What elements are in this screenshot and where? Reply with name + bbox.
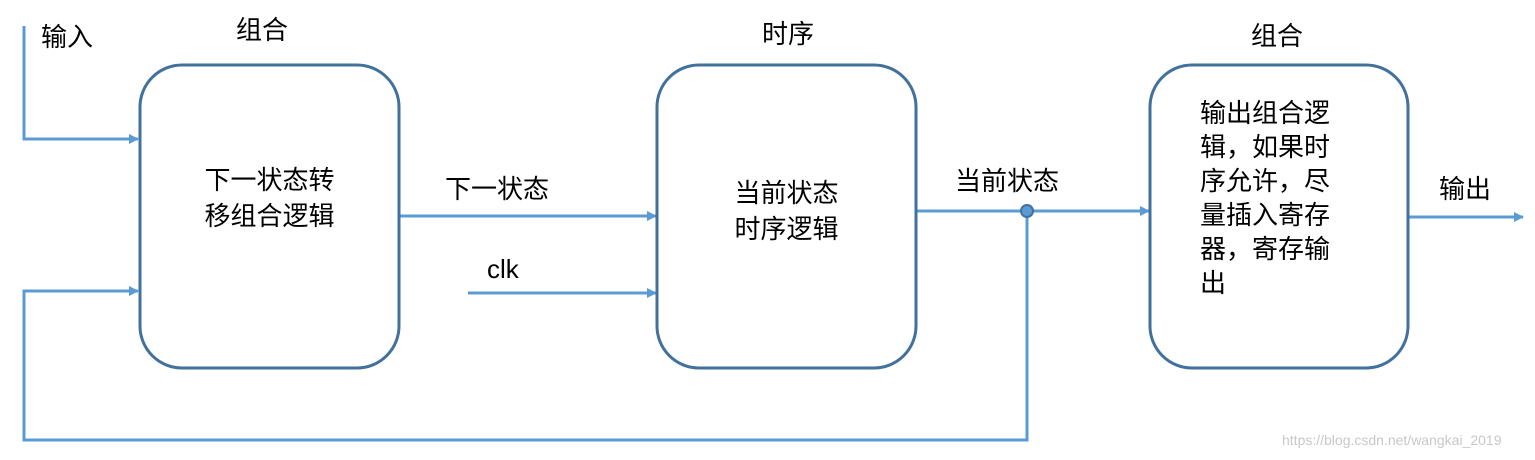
block2-text: 当前状态 时序逻辑 — [657, 176, 916, 248]
block1-heading: 组合 — [236, 16, 289, 46]
block3-text: 输出组合逻 辑，如果时 序允许，尽 量插入寄存 器，寄存输 出 — [1200, 97, 1400, 301]
current-state-logic-block — [655, 63, 918, 370]
feedback-arrow — [22, 211, 1029, 442]
block1-text: 下一状态转 移组合逻辑 — [140, 163, 399, 235]
output-label: 输出 — [1439, 175, 1492, 205]
block3-line: 序允许，尽 — [1200, 167, 1331, 197]
input-arrow — [22, 26, 139, 144]
block3-line: 辑，如果时 — [1200, 133, 1331, 163]
block3-line: 器，寄存输 — [1200, 235, 1331, 265]
block2-line: 当前状态 — [734, 179, 839, 209]
block3-heading: 组合 — [1251, 22, 1304, 52]
watermark-text: https://blog.csdn.net/wangkai_2019 — [1282, 432, 1502, 448]
next-state-logic-block — [138, 63, 401, 370]
input-label: 输入 — [41, 23, 94, 53]
output-logic-block — [1148, 63, 1410, 370]
block2-heading: 时序 — [762, 20, 815, 50]
clk-label: clk — [487, 254, 519, 284]
junction-node — [1020, 204, 1034, 218]
block3-line: 出 — [1200, 269, 1227, 299]
block2-line: 时序逻辑 — [734, 215, 839, 245]
block3-line: 输出组合逻 — [1200, 99, 1331, 129]
block1-line: 下一状态转 — [204, 166, 335, 196]
block3-line: 量插入寄存 — [1200, 201, 1331, 231]
current-state-label: 当前状态 — [955, 167, 1060, 197]
next-state-label: 下一状态 — [445, 175, 550, 205]
block1-line: 移组合逻辑 — [204, 202, 335, 232]
